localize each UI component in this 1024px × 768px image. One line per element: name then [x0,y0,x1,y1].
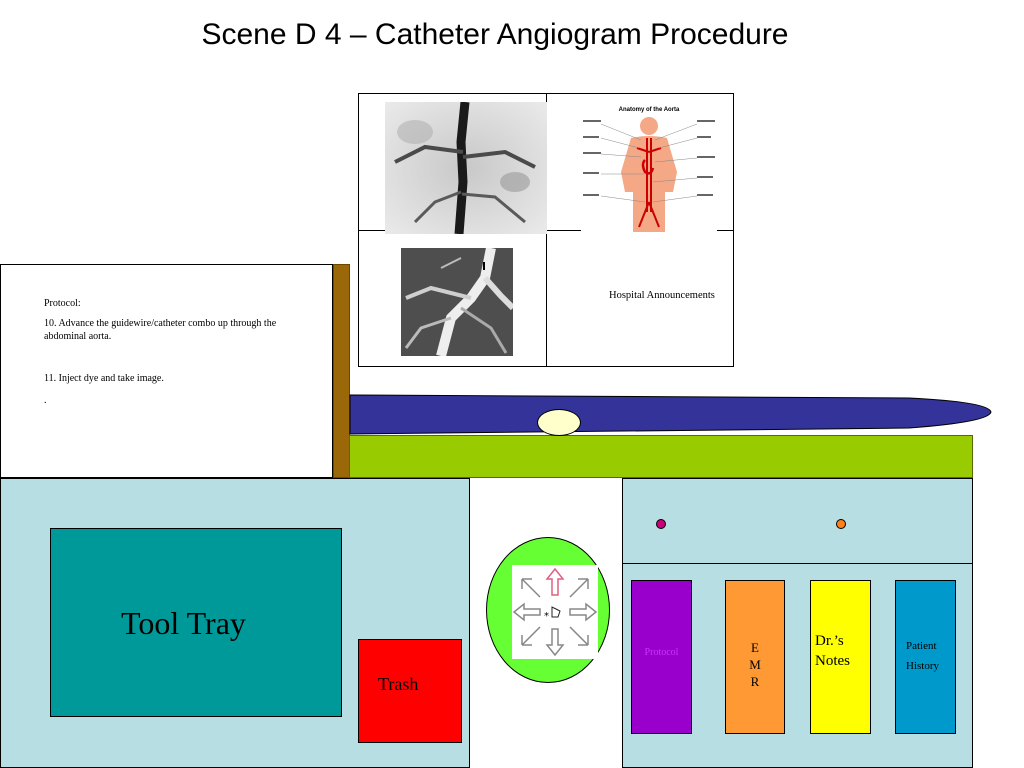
catheter-entry-site[interactable] [537,409,581,436]
indicator-dot-purple[interactable] [656,519,666,529]
trash-label: Trash [378,674,419,694]
bed-headboard [333,264,350,478]
arrow-down-icon[interactable] [545,628,565,657]
protocol-panel: Protocol: 10. Advance the guidewire/cath… [0,264,333,478]
protocol-binder[interactable]: Protocol [631,580,692,734]
doctors-notes-binder[interactable]: Dr.’s Notes [810,580,871,734]
trash-bin[interactable]: Trash [358,639,462,743]
floor-right-upper [622,478,973,564]
patient-table-top [349,394,992,435]
arrow-down-left-icon[interactable] [521,626,541,646]
tool-tray[interactable]: Tool Tray [50,528,342,717]
anatomy-diagram-image[interactable]: Anatomy of the Aorta [581,102,717,232]
page-title: Scene D 4 – Catheter Angiogram Procedure [201,18,789,51]
protocol-binder-label: Protocol [644,647,679,658]
arrow-up-icon[interactable] [545,567,565,596]
patient-history-binder[interactable]: Patient History [895,580,956,734]
angiogram-image[interactable] [401,248,513,356]
patient-history-label: Patient History [906,640,939,672]
svg-text:*: * [544,611,549,622]
anatomy-diagram-title: Anatomy of the Aorta [619,107,680,113]
protocol-trailing-mark: . [44,395,47,406]
protocol-step-11: 11. Inject dye and take image. [44,373,164,384]
indicator-dot-orange[interactable] [836,519,846,529]
protocol-heading: Protocol: [44,298,81,309]
navigation-arrows: * [512,565,598,659]
emr-binder[interactable]: E M R [725,580,785,734]
arrow-left-icon[interactable] [512,602,541,622]
arrow-up-right-icon[interactable] [569,578,589,598]
arrow-down-right-icon[interactable] [569,626,589,646]
doctors-notes-label: Dr.’s Notes [815,633,850,669]
protocol-step-10: 10. Advance the guidewire/catheter combo… [44,318,277,342]
cursor-hand-icon: * [544,606,561,622]
image-monitor: Anatomy of the Aorta [358,93,734,367]
emr-binder-label: E M R [749,640,761,689]
arrow-up-left-icon[interactable] [521,578,541,598]
patient-table-base [349,435,973,478]
arrow-right-icon[interactable] [569,602,598,622]
tool-tray-label: Tool Tray [121,605,246,641]
xray-image-aorta[interactable] [385,102,547,234]
hospital-announcements[interactable]: Hospital Announcements [609,290,715,301]
